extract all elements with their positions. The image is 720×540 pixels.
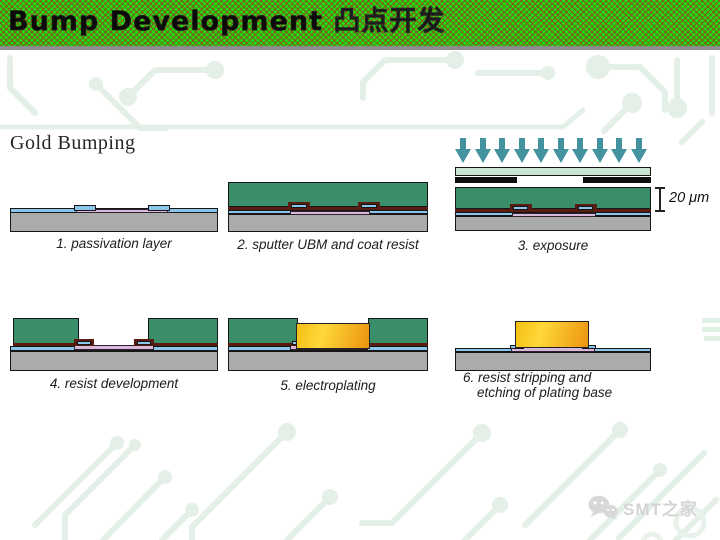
pad-metal <box>74 345 154 350</box>
photoresist-block-left <box>228 318 298 346</box>
step-caption: 2. sputter UBM and coat resist <box>237 237 419 252</box>
diagram-step-2-ubm-resist: 2. sputter UBM and coat resist <box>228 182 428 254</box>
diagram-step-1-passivation: 1. passivation layer <box>10 203 218 255</box>
step-caption-line1: 6. resist stripping and <box>463 370 592 385</box>
passivation-edge-right <box>361 204 377 208</box>
banner-divider <box>0 46 720 50</box>
passivation-edge-right <box>578 206 593 210</box>
diagram-step-6-stripping: 6. resist stripping and etching of plati… <box>455 312 695 404</box>
wechat-icon <box>588 495 618 520</box>
thickness-bracket <box>659 187 661 212</box>
step-caption-line2: etching of plating base <box>477 384 613 400</box>
photoresist-block-right <box>368 318 428 346</box>
diagram-step-4-development: 4. resist development <box>10 312 218 400</box>
uv-light-arrows-icon <box>455 138 647 163</box>
section-title: Gold Bumping <box>10 132 136 154</box>
passivation-edge-right <box>137 341 151 345</box>
step-caption: 6. resist stripping and etching of plati… <box>463 370 613 400</box>
step-caption: 1. passivation layer <box>56 236 172 251</box>
photoresist-layer <box>455 187 651 209</box>
ubm-layer-right <box>358 343 428 346</box>
ubm-layer <box>228 207 428 210</box>
silicon-substrate <box>228 351 428 371</box>
gold-bump-plated <box>296 323 370 349</box>
passivation-edge-right <box>148 205 170 211</box>
pad-metal <box>512 213 596 217</box>
silicon-substrate <box>10 351 218 371</box>
diagram-step-5-electroplating: 5. electroplating <box>228 312 428 400</box>
thickness-label: 20 μm <box>669 190 710 206</box>
ubm-layer-left <box>13 343 85 346</box>
mask-chrome-left <box>455 177 517 183</box>
step-caption: 4. resist development <box>49 376 179 391</box>
passivation-edge-left <box>513 206 528 210</box>
slide-header-banner: Bump Development 凸点开发 <box>0 0 720 46</box>
gold-bump <box>515 321 589 348</box>
step-caption: 5. electroplating <box>280 378 376 393</box>
passivation-edge-left <box>74 205 96 211</box>
pad-metal <box>290 211 370 215</box>
silicon-substrate <box>455 216 651 231</box>
mask-glass <box>455 167 651 176</box>
passivation-edge-left <box>77 341 91 345</box>
ubm-layer <box>455 209 651 212</box>
silicon-substrate <box>455 352 651 371</box>
watermark-label: SMT之家 <box>623 499 698 519</box>
slide-title: Bump Development 凸点开发 <box>8 6 446 37</box>
silicon-substrate <box>10 212 218 232</box>
thickness-bracket <box>655 210 665 212</box>
diagram-step-3-exposure: 20 μm 3. exposure <box>455 138 717 256</box>
step-caption: 3. exposure <box>517 238 589 253</box>
passivation-edge-left <box>291 204 307 208</box>
photoresist-layer <box>228 182 428 207</box>
mask-chrome-right <box>583 177 651 183</box>
ubm-layer-left <box>228 343 300 346</box>
ubm-layer-right <box>143 343 218 346</box>
silicon-substrate <box>228 214 428 232</box>
pad-metal <box>76 209 168 213</box>
watermark: SMT之家 <box>588 492 698 522</box>
photoresist-block-left <box>13 318 79 346</box>
photoresist-block-right <box>148 318 218 346</box>
